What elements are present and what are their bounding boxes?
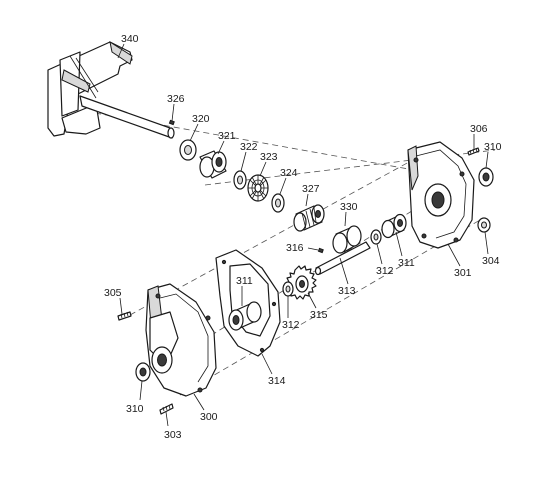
part-311-bushing-right — [381, 213, 407, 239]
part-312-washer-right — [370, 229, 382, 245]
part-321-bearing — [199, 150, 227, 179]
callout-312-left: 312 — [282, 319, 300, 331]
part-310-cap-right — [478, 167, 494, 187]
part-300-left-gear-housing — [145, 283, 217, 397]
callout-314: 314 — [268, 375, 286, 387]
part-326-key — [168, 119, 175, 126]
callout-labels: 340 326 320 321 322 323 324 327 330 316 … — [104, 33, 502, 441]
callout-315: 315 — [310, 309, 328, 321]
callout-300: 300 — [200, 411, 218, 423]
callout-320: 320 — [192, 113, 210, 125]
callout-313: 313 — [338, 285, 356, 297]
part-301-right-gear-housing — [407, 141, 475, 249]
part-330-bushing — [332, 225, 362, 254]
callout-322: 322 — [240, 141, 258, 153]
part-306-screw — [467, 147, 480, 156]
part-316-key — [317, 247, 324, 254]
part-313-shaft — [314, 241, 371, 276]
callout-340: 340 — [121, 33, 139, 45]
part-327-worm-gear — [293, 204, 325, 232]
callout-327: 327 — [302, 183, 320, 195]
callout-305: 305 — [104, 287, 122, 299]
part-315-spur-gear — [285, 265, 317, 300]
callout-310-left: 310 — [126, 403, 144, 415]
callout-303: 303 — [164, 429, 182, 441]
callout-312-right: 312 — [376, 265, 394, 277]
part-312-washer-left — [282, 281, 294, 297]
callout-311-left: 311 — [236, 275, 253, 287]
part-322-washer — [233, 170, 247, 190]
callout-326: 326 — [167, 93, 185, 105]
callout-304: 304 — [482, 255, 500, 267]
part-305-screw — [117, 311, 132, 321]
part-324-washer — [271, 193, 285, 213]
callout-323: 323 — [260, 151, 278, 163]
callout-310-right: 310 — [484, 141, 502, 153]
part-303-screw — [159, 403, 174, 415]
part-323-thrust-bearing — [247, 174, 269, 202]
callout-321: 321 — [218, 130, 236, 142]
callout-316: 316 — [286, 242, 304, 254]
callout-301: 301 — [454, 267, 472, 279]
part-340-auger-shaft — [47, 40, 175, 139]
callout-311-right: 311 — [398, 257, 415, 269]
leader-lines — [117, 43, 489, 427]
callout-306: 306 — [470, 123, 488, 135]
part-311-bushing-left — [228, 301, 262, 331]
part-314-gasket — [215, 249, 281, 357]
callout-330: 330 — [340, 201, 358, 213]
part-310-cap-left — [135, 362, 151, 382]
part-320-washer — [179, 139, 197, 161]
callout-324: 324 — [280, 167, 298, 179]
part-304-nut — [477, 217, 491, 233]
